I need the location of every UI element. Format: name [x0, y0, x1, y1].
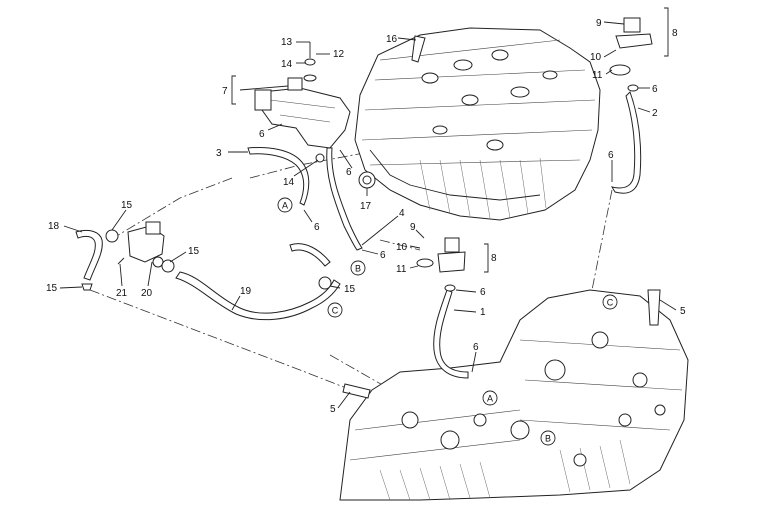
svg-text:A: A [282, 201, 288, 211]
callout-18: 18 [48, 221, 60, 232]
callout-6: 6 [314, 222, 320, 233]
callout-labels: 13 12 14 7 6 3 14 6 17 6 4 6 16 9 10 11 … [46, 18, 686, 415]
callout-13: 13 [281, 37, 293, 48]
hoses [75, 91, 642, 379]
svg-text:A: A [487, 394, 493, 404]
callout-10: 10 [396, 242, 408, 253]
callout-9: 9 [410, 222, 416, 233]
callout-11: 11 [592, 70, 603, 81]
callout-10: 10 [590, 52, 602, 63]
callout-14: 14 [281, 59, 293, 70]
callout-6: 6 [346, 167, 352, 178]
callout-17: 17 [360, 201, 372, 212]
ref-marker-a-lower: A [482, 390, 498, 406]
callout-6: 6 [480, 287, 486, 298]
callout-9: 9 [596, 18, 602, 29]
callout-15: 15 [344, 284, 356, 295]
ref-marker-b-lower: B [540, 430, 556, 446]
ref-marker-b-upper: B [350, 260, 366, 276]
callout-5: 5 [680, 306, 686, 317]
callout-6: 6 [652, 84, 658, 95]
solenoid-valve [81, 221, 332, 291]
callout-6: 6 [380, 250, 386, 261]
callout-15: 15 [46, 283, 58, 294]
lower-engine-block [339, 289, 689, 501]
ref-marker-c-left: C [327, 302, 343, 318]
callout-12: 12 [333, 49, 345, 60]
reed-valve-lower [416, 237, 466, 292]
callout-4: 4 [399, 208, 405, 219]
ref-marker-a-upper: A [277, 197, 293, 213]
callout-14: 14 [283, 177, 295, 188]
callout-1: 1 [480, 307, 486, 318]
callout-6: 6 [259, 129, 265, 140]
callout-2: 2 [652, 108, 658, 119]
callout-21: 21 [116, 288, 128, 299]
bracket-assembly [254, 42, 351, 163]
callout-20: 20 [141, 288, 153, 299]
callout-6: 6 [473, 342, 479, 353]
leader-lines [59, 7, 677, 409]
callout-15: 15 [121, 200, 133, 211]
callout-16: 16 [386, 34, 398, 45]
callout-5: 5 [330, 404, 336, 415]
upper-engine-block [354, 27, 601, 221]
callout-6: 6 [608, 150, 614, 161]
ref-marker-c-right: C [602, 294, 618, 310]
callout-11: 11 [396, 264, 407, 275]
callout-19: 19 [240, 286, 252, 297]
callout-7: 7 [222, 86, 228, 97]
svg-text:C: C [332, 306, 339, 316]
callout-8: 8 [672, 28, 678, 39]
callout-15: 15 [188, 246, 200, 257]
reed-valve-upper [609, 17, 653, 92]
spark-plugs [342, 35, 661, 399]
svg-text:C: C [607, 298, 614, 308]
callout-8: 8 [491, 253, 497, 264]
callout-3: 3 [216, 148, 222, 159]
svg-text:B: B [355, 264, 361, 274]
svg-text:B: B [545, 434, 551, 444]
